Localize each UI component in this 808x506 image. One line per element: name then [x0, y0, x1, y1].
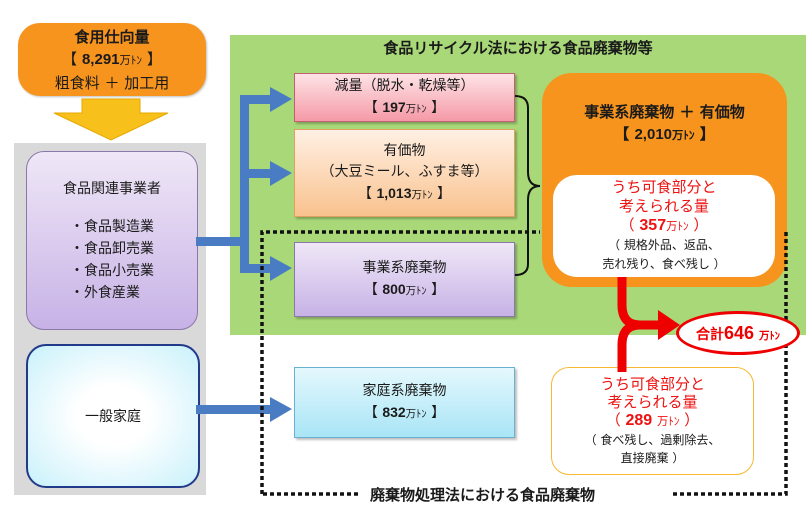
household-title: 一般家庭 — [85, 409, 141, 425]
arrow-shaft — [196, 405, 272, 414]
unit-label: 万ﾄﾝ — [666, 220, 689, 233]
food-supply-title: 食用仕向量 — [74, 27, 150, 46]
unit-label: 万ﾄﾝ — [405, 102, 427, 115]
summary-amount: 【 2,010万ﾄﾝ 】 — [614, 125, 715, 143]
arrow-head-icon — [270, 161, 292, 186]
grouping-brace — [514, 95, 541, 276]
edible-line1: うち可食部分と — [599, 375, 705, 393]
unit-label: 万ﾄﾝ — [405, 284, 427, 297]
arrow-head-icon — [270, 87, 292, 112]
household-edible-box: うち可食部分と 考えられる量 （ 289 万ﾄﾝ ） （ 食べ残し、過剰除去、 … — [551, 367, 754, 475]
arrow-trunk — [240, 95, 249, 273]
business-waste-value: 800 — [382, 280, 406, 297]
total-ellipse: 合計646 万ﾄﾝ — [676, 311, 800, 355]
edible-note2: 売れ残り、食べ残し ） — [602, 257, 726, 271]
unit-label: 万ﾄﾝ — [405, 407, 427, 420]
household-edible-amount: （ 289 万ﾄﾝ ） — [605, 411, 700, 429]
business-waste-amount: 【 800万ﾄﾝ 】 — [363, 280, 446, 298]
list-item: ・外食産業 — [70, 284, 140, 301]
edible-line2: 考えられる量 — [607, 393, 698, 411]
food-supply-breakdown: 粗食料 ＋ 加工用 — [54, 73, 170, 92]
edible-line2: 考えられる量 — [618, 197, 709, 215]
unit-label: 万ﾄﾝ — [758, 329, 780, 342]
bracket-open: 【 — [62, 49, 78, 68]
summary-title: 事業系廃棄物 ＋ 有価物 — [584, 103, 745, 121]
waste-disposal-law-boundary — [260, 230, 788, 496]
business-edible-amount: （ 357万ﾄﾝ ） — [619, 216, 709, 234]
business-flow-arrows — [196, 87, 292, 422]
reduction-value: 197 — [382, 98, 406, 115]
list-item: ・食品小売業 — [70, 262, 154, 279]
total-amount: 合計646 万ﾄﾝ — [696, 323, 780, 344]
total-value: 646 — [724, 322, 755, 343]
summary-header: 事業系廃棄物 ＋ 有価物 【 2,010万ﾄﾝ 】 — [542, 101, 787, 147]
unit-label: 万ﾄﾝ — [672, 129, 695, 142]
list-item: ・食品製造業 — [70, 218, 154, 235]
household-waste-amount: 【 832万ﾄﾝ 】 — [363, 403, 446, 421]
edible-line1: うち可食部分と — [611, 178, 717, 196]
arrow-shaft — [240, 95, 272, 104]
edible-note1: （ 規格外品、返品、 — [608, 238, 720, 252]
unit-label: 万ﾄﾝ — [411, 188, 433, 201]
bracket-close: 】 — [146, 49, 162, 68]
down-arrow-icon — [53, 98, 169, 141]
edible-note2: 直接廃棄 ） — [620, 451, 685, 465]
household-box: 一般家庭 — [26, 344, 200, 488]
waste-disposal-law-title: 廃棄物処理法における食品廃棄物 — [364, 484, 602, 505]
valuables-box: 有価物 （大豆ミール、ふすま等） 【 1,013万ﾄﾝ 】 — [294, 129, 515, 217]
household-edible-value: 289 — [625, 412, 653, 429]
valuables-label: 有価物 — [383, 142, 426, 159]
arrow-head-icon — [270, 397, 292, 422]
arrow-head-icon — [270, 256, 292, 281]
arrow-shaft — [240, 169, 272, 178]
food-supply-box: 食用仕向量 【 8,291万ﾄﾝ 】 粗食料 ＋ 加工用 — [18, 23, 206, 96]
reduction-amount: 【 197万ﾄﾝ 】 — [363, 98, 446, 116]
list-item: ・食品卸売業 — [70, 240, 154, 257]
food-business-list: ・食品製造業 ・食品卸売業 ・食品小売業 ・外食産業 — [70, 216, 154, 304]
household-waste-label: 家庭系廃棄物 — [362, 382, 447, 399]
arrow-shaft — [196, 237, 248, 246]
business-waste-box: 事業系廃棄物 【 800万ﾄﾝ 】 — [294, 242, 515, 317]
food-supply-value: 8,291 — [81, 50, 120, 68]
business-edible-value: 357 — [639, 217, 667, 234]
arrow-shaft — [240, 264, 272, 273]
food-recycling-law-title: 食品リサイクル法における食品廃棄物等 — [383, 39, 653, 57]
summary-value: 2,010 — [634, 126, 673, 143]
reduction-box: 減量（脱水・乾燥等） 【 197万ﾄﾝ 】 — [294, 73, 515, 122]
valuables-sublabel: （大豆ミール、ふすま等） — [320, 163, 489, 180]
unit-label: 万ﾄﾝ — [656, 415, 680, 428]
valuables-amount: 【 1,013万ﾄﾝ 】 — [358, 184, 451, 202]
household-waste-box: 家庭系廃棄物 【 832万ﾄﾝ 】 — [294, 367, 515, 438]
food-business-box: 食品関連事業者 ・食品製造業 ・食品卸売業 ・食品小売業 ・外食産業 — [26, 151, 198, 330]
food-business-title: 食品関連事業者 — [63, 180, 161, 197]
business-waste-label: 事業系廃棄物 — [362, 259, 447, 276]
unit-label: 万ﾄﾝ — [119, 53, 143, 67]
household-waste-value: 832 — [382, 403, 406, 420]
arrow-head-icon — [658, 310, 680, 340]
food-supply-amount: 【 8,291万ﾄﾝ 】 — [62, 48, 162, 72]
edible-merge-arrows — [617, 277, 680, 372]
edible-note1: （ 食べ残し、過剰除去、 — [584, 433, 721, 447]
business-edible-box: うち可食部分と 考えられる量 （ 357万ﾄﾝ ） （ 規格外品、返品、 売れ残… — [553, 175, 775, 277]
valuables-value: 1,013 — [376, 184, 412, 201]
total-label: 合計 — [696, 326, 725, 343]
reduction-label: 減量（脱水・乾燥等） — [334, 77, 475, 94]
